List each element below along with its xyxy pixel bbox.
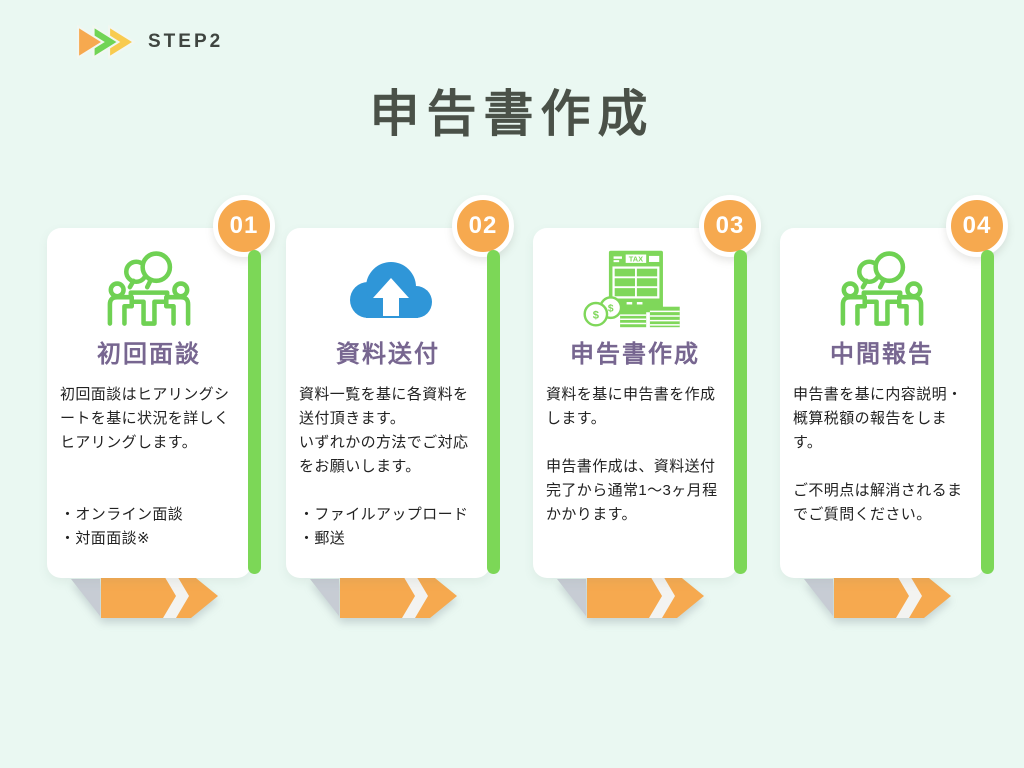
step-number-badge: 02	[452, 195, 514, 257]
arrow-banner	[340, 574, 457, 618]
step-number-badge: 01	[213, 195, 275, 257]
money-stacks	[620, 306, 680, 328]
step-card-1: 01 初回面談 初回面談はヒアリングシ ートを基に状況を詳しく ヒアリングします…	[47, 195, 275, 618]
coins: $ $	[583, 296, 623, 327]
card-text: 資料を基に申告書を作成 します。 申告書作成は、資料送付 完了から通常1〜3ヶ月…	[546, 386, 718, 523]
svg-text:$: $	[593, 309, 600, 321]
card-text: 初回面談はヒアリングシ ートを基に状況を詳しく ヒアリングします。 ・オンライン…	[60, 386, 230, 547]
step-number-badge: 03	[699, 195, 761, 257]
card-body: 03 TAX	[533, 195, 761, 578]
upload-arrow	[373, 278, 409, 316]
card-heading: 中間報告	[830, 341, 934, 368]
next-step-arrow	[310, 573, 460, 619]
card-heading: 初回面談	[97, 341, 201, 368]
chevron-cut	[649, 574, 675, 618]
card-heading: 資料送付	[336, 341, 440, 368]
card-text: 資料一覧を基に各資料を 送付頂きます。 いずれかの方法でご対応 をお願いします。…	[299, 386, 469, 547]
card-text: 申告書を基に内容説明・ 概算税額の報告をしま す。 ご不明点は解消されるま でご…	[793, 386, 963, 523]
arrow-banner	[834, 574, 951, 618]
step-card-2: 02 資料送付 資料一覧を基に各資料を 送付頂きます。 いずれかの方法でご対応 …	[286, 195, 514, 618]
chevron-cut	[402, 574, 428, 618]
ribbon-fold	[804, 579, 833, 616]
step-label: STEP2	[148, 31, 224, 52]
ribbon-fold	[71, 579, 100, 616]
step-number-badge: 04	[946, 195, 1008, 257]
step-card-3: 03 TAX	[533, 195, 761, 618]
chevron-cut	[163, 574, 189, 618]
next-step-arrow	[71, 573, 221, 619]
arrow-banner	[101, 574, 218, 618]
tax-document-icon: TAX	[583, 250, 680, 328]
svg-text:$: $	[608, 303, 614, 314]
svg-text:TAX: TAX	[629, 255, 643, 264]
meeting-people-icon	[107, 251, 191, 326]
card-body: 01 初回面談 初回面談はヒアリングシ ートを基に状況を詳しく ヒアリングします…	[47, 195, 275, 578]
ribbon-fold	[310, 579, 339, 616]
accent-bar	[248, 250, 261, 574]
next-step-arrow	[804, 573, 954, 619]
accent-bar	[981, 250, 994, 574]
card-body: 04 中間報告 申告書を基に内容説明・ 概算税額の報告をしま す。 ご不明点は解…	[780, 195, 1008, 578]
page-title: 申告書作成	[369, 86, 655, 142]
card-body: 02 資料送付 資料一覧を基に各資料を 送付頂きます。 いずれかの方法でご対応 …	[286, 195, 514, 578]
card-heading: 申告書作成	[570, 341, 700, 368]
meeting-people-icon	[840, 251, 924, 326]
cloud-upload-icon	[350, 262, 432, 318]
step-logo: STEP2	[76, 24, 223, 60]
triple-chevron-arrows-icon	[77, 24, 136, 60]
accent-bar	[487, 250, 500, 574]
step-card-4: 04 中間報告 申告書を基に内容説明・ 概算税額の報告をしま す。 ご不明点は解…	[780, 195, 1008, 618]
chevron-cut	[896, 574, 922, 618]
ribbon-fold	[557, 579, 586, 616]
accent-bar	[734, 250, 747, 574]
next-step-arrow	[557, 573, 707, 619]
arrow-banner	[587, 574, 704, 618]
